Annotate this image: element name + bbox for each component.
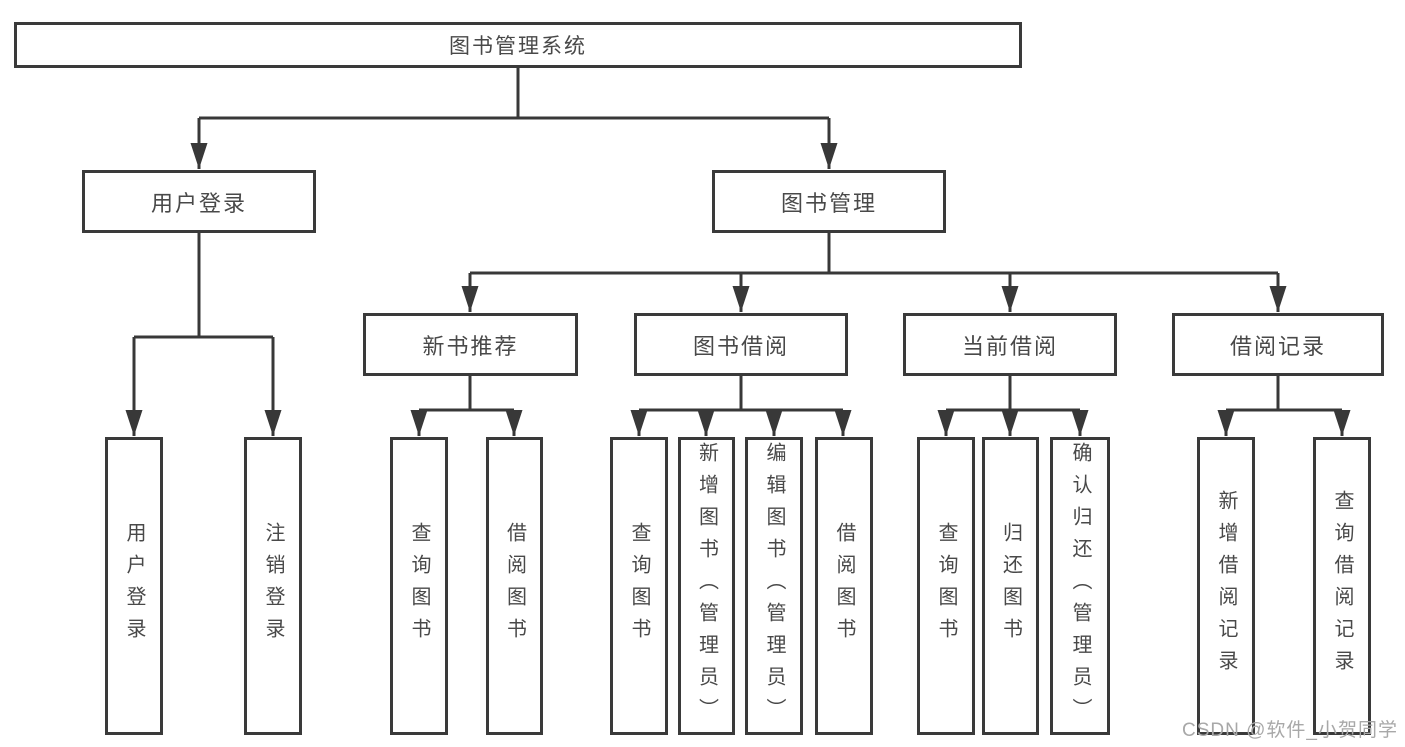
node-label: 新书推荐 xyxy=(422,333,519,359)
leaf-label: 查询图书 xyxy=(628,522,650,650)
node-label: 借阅记录 xyxy=(1229,333,1326,359)
connector-new-book-recommendation xyxy=(410,376,523,436)
node-user-login: 用户登录 xyxy=(82,170,316,233)
connector-book-management xyxy=(461,233,1287,312)
leaf-label: 查询图书 xyxy=(408,522,430,650)
leaf-label: 借阅图书 xyxy=(503,522,526,650)
leaf-label: 新增图书（管理员） xyxy=(695,442,718,730)
watermark: CSDN @软件_小贺同学 xyxy=(1182,720,1398,741)
leaf-borrowing-add-books-admin: 新增图书（管理员） xyxy=(678,437,735,735)
leaf-recommend-query-books: 查询图书 xyxy=(390,437,448,735)
leaf-borrowing-borrow-books: 借阅图书 xyxy=(815,437,873,735)
leaf-current-return-books: 归还图书 xyxy=(982,437,1039,735)
connector-current-borrowing xyxy=(937,376,1089,436)
leaf-borrowing-edit-books-admin: 编辑图书（管理员） xyxy=(745,437,803,735)
leaf-records-query-record: 查询借阅记录 xyxy=(1313,437,1371,735)
node-borrowing-records: 借阅记录 xyxy=(1172,313,1384,376)
node-book-management: 图书管理 xyxy=(712,170,946,233)
leaf-logout: 注销登录 xyxy=(244,437,302,735)
connector-borrowing-records xyxy=(1217,376,1351,436)
node-new-book-recommendation: 新书推荐 xyxy=(363,313,578,376)
connector-user-login xyxy=(125,233,282,436)
leaf-label: 编辑图书（管理员） xyxy=(763,442,785,730)
node-label: 当前借阅 xyxy=(961,333,1058,359)
node-label: 图书借阅 xyxy=(692,333,789,359)
leaf-label: 归还图书 xyxy=(999,522,1022,650)
leaf-label: 新增借阅记录 xyxy=(1215,490,1237,682)
leaf-current-query-books: 查询图书 xyxy=(917,437,975,735)
leaf-label: 确认归还（管理员） xyxy=(1069,442,1091,730)
node-label: 用户登录 xyxy=(150,190,247,216)
leaf-records-add-record: 新增借阅记录 xyxy=(1197,437,1255,735)
leaf-borrowing-query-books: 查询图书 xyxy=(610,437,668,735)
leaf-label: 借阅图书 xyxy=(833,522,855,650)
connector-book-borrowing xyxy=(630,376,852,436)
leaf-label: 查询图书 xyxy=(935,522,957,650)
node-current-borrowing: 当前借阅 xyxy=(903,313,1117,376)
connector-root xyxy=(190,68,838,169)
node-library-management-system: 图书管理系统 xyxy=(14,22,1022,68)
leaf-current-confirm-return-admin: 确认归还（管理员） xyxy=(1050,437,1110,735)
node-label: 图书管理 xyxy=(780,190,877,216)
leaf-label: 查询借阅记录 xyxy=(1331,490,1353,682)
leaf-label: 注销登录 xyxy=(262,522,284,650)
node-label: 图书管理系统 xyxy=(449,35,587,58)
leaf-user-login: 用户登录 xyxy=(105,437,163,735)
leaf-recommend-borrow-books: 借阅图书 xyxy=(486,437,543,735)
node-book-borrowing: 图书借阅 xyxy=(634,313,848,376)
leaf-label: 用户登录 xyxy=(123,522,145,650)
